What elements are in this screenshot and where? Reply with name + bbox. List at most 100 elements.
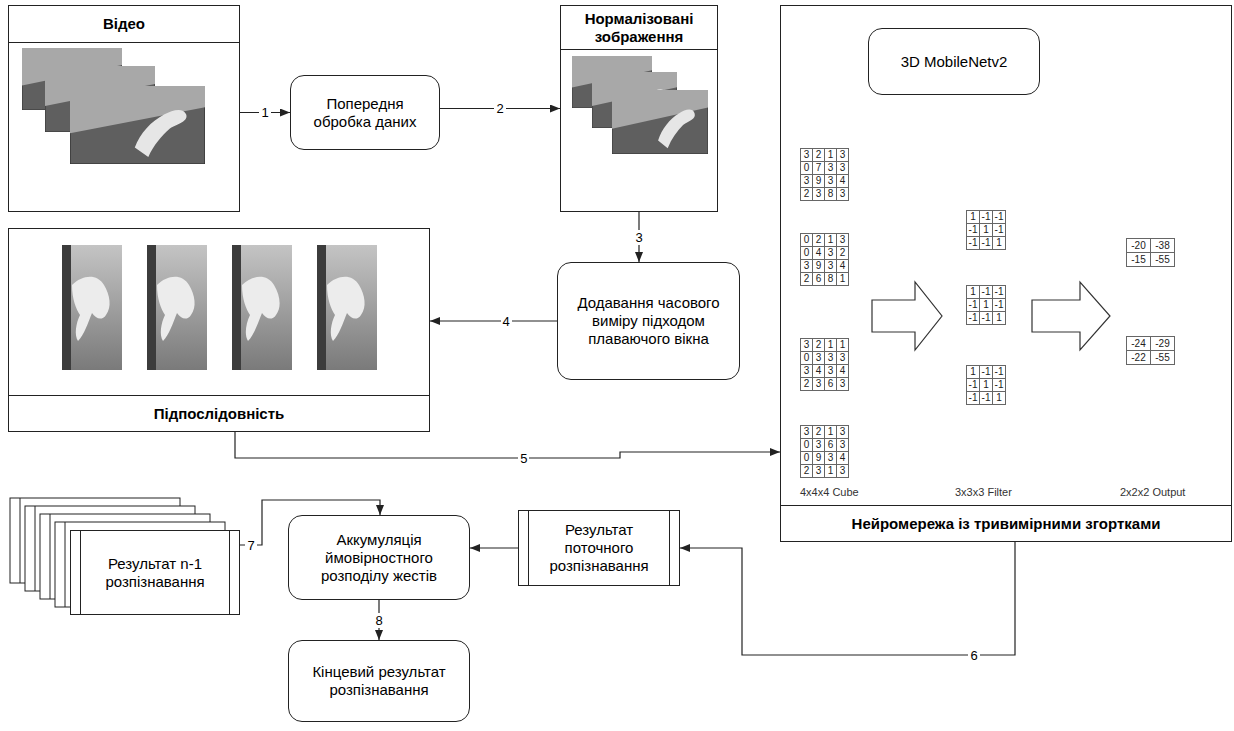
matrix-cell: 1 <box>966 210 980 224</box>
node-text: Попередня обробка даних <box>301 95 429 131</box>
model-box: 3D MobileNetv2 <box>868 28 1040 95</box>
node-text: Нейромережа із тривимірними згортками <box>852 515 1161 533</box>
matrix-cell: -1 <box>992 298 1006 312</box>
matrix-cell: -1 <box>979 285 993 299</box>
stack-line <box>35 506 36 591</box>
stack-line <box>50 514 51 599</box>
title-band: Відео <box>9 6 239 43</box>
connector-arrow <box>680 542 1015 655</box>
title-band: Підпослідовність <box>9 395 429 431</box>
node-text: Результат поточного розпізнавання <box>537 521 661 575</box>
matrix-cell: 2 <box>836 246 849 260</box>
matrix-cell: 4 <box>836 174 849 188</box>
subsequence-frame <box>317 245 377 370</box>
node-text: 3D MobileNetv2 <box>901 53 1008 71</box>
matrix-cell: 3 <box>836 351 849 365</box>
matrix-cell: 1 <box>992 236 1006 250</box>
matrix-cell: -1 <box>992 378 1006 392</box>
matrix-cell: -1 <box>966 391 980 405</box>
block-arrow <box>872 282 942 350</box>
connector-arrow <box>235 432 780 458</box>
edge-number: 1 <box>259 105 270 120</box>
process-bar <box>229 531 230 614</box>
matrix-cell: -1 <box>992 285 1006 299</box>
matrix-cell: 1 <box>836 272 849 286</box>
matrix-cell: -1 <box>979 210 993 224</box>
matrix-cell: 4 <box>836 451 849 465</box>
node-text: Кінцевий результат розпізнавання <box>299 663 459 699</box>
matrix-cell: 3 <box>836 425 849 439</box>
matrix-cell: 3 <box>836 233 849 247</box>
matrix-cell: -1 <box>966 311 980 325</box>
matrix-cell: -1 <box>966 236 980 250</box>
matrix-cell: 1 <box>992 311 1006 325</box>
title-band: Нормалізовані зображення <box>561 6 717 50</box>
matrix-cell: -29 <box>1150 336 1175 351</box>
result-box: Результат n-1 розпізнавання <box>70 530 240 615</box>
title-band: Нейромережа із тривимірними згортками <box>781 505 1231 541</box>
matrix-cell: -24 <box>1126 336 1151 351</box>
normalized-frame <box>612 90 708 154</box>
matrix-cell: -1 <box>979 391 993 405</box>
conv-arrows <box>872 282 1110 350</box>
matrix-cell: 3 <box>836 438 849 452</box>
subsequence-frame <box>62 245 122 370</box>
matrix-cell: -55 <box>1150 350 1175 365</box>
matrix-cell: -1 <box>992 223 1006 237</box>
matrix-cell: -55 <box>1150 252 1175 267</box>
stack-line <box>65 522 66 607</box>
subsequence-frame <box>232 245 292 370</box>
subsequence-frames <box>62 245 377 370</box>
process-bar <box>669 511 670 585</box>
process-box: Додавання часового виміру підходом плава… <box>557 262 740 380</box>
subsequence-panel: Підпослідовність <box>8 228 430 432</box>
subsequence-frame <box>147 245 207 370</box>
node-text: Підпослідовність <box>154 405 285 423</box>
video-panel: Відео <box>8 5 240 212</box>
node-text: Відео <box>103 15 145 33</box>
stack-line <box>20 498 21 583</box>
matrix-caption: 4x4x4 Cube <box>800 486 859 498</box>
matrix-cell: 1 <box>979 378 993 392</box>
node-text: Аккумуляція ймовірностного розподілу жес… <box>299 531 459 585</box>
matrix-cell: 3 <box>836 187 849 201</box>
edge-number: 4 <box>501 314 512 329</box>
process-bar <box>528 511 529 585</box>
matrix-cell: -20 <box>1126 238 1151 253</box>
terminal-box: Кінцевий результат розпізнавання <box>288 640 470 722</box>
result-box: Результат поточного розпізнавання <box>518 510 680 586</box>
matrix-cell: 3 <box>836 464 849 478</box>
matrix-cell: 4 <box>836 259 849 273</box>
connector-arrow <box>430 320 557 321</box>
matrix-cell: 1 <box>966 365 980 379</box>
matrix-caption: 3x3x3 Filter <box>955 486 1012 498</box>
edge-number: 7 <box>245 538 256 553</box>
matrix-cell: 4 <box>836 364 849 378</box>
matrix-cell: -1 <box>979 311 993 325</box>
matrix-cell: 1 <box>836 338 849 352</box>
process-bar <box>80 531 81 614</box>
matrix-cell: -1 <box>979 236 993 250</box>
matrix-cell: 1 <box>979 298 993 312</box>
matrix-cell: -1 <box>966 298 980 312</box>
process-box: Аккумуляція ймовірностного розподілу жес… <box>288 515 470 600</box>
matrix-cell: -1 <box>966 378 980 392</box>
images-panel: Нормалізовані зображення <box>560 5 718 212</box>
matrix-cell: 1 <box>992 391 1006 405</box>
matrix-cell: -15 <box>1126 252 1151 267</box>
video-frame <box>70 86 205 164</box>
matrix-cell: -1 <box>992 365 1006 379</box>
matrix-cell: -1 <box>966 223 980 237</box>
matrix-cell: 3 <box>836 148 849 162</box>
node-text: Результат n-1 розпізнавання <box>89 555 221 591</box>
edge-number: 6 <box>968 648 979 663</box>
matrix-caption: 2x2x2 Output <box>1120 486 1185 498</box>
matrix-cell: 1 <box>979 223 993 237</box>
matrix-cell: -38 <box>1150 238 1175 253</box>
matrix-cell: 1 <box>966 285 980 299</box>
matrix-cell: -22 <box>1126 350 1151 365</box>
node-text: Нормалізовані зображення <box>567 10 711 46</box>
edge-number: 5 <box>518 451 529 466</box>
edge-number: 3 <box>633 230 644 245</box>
